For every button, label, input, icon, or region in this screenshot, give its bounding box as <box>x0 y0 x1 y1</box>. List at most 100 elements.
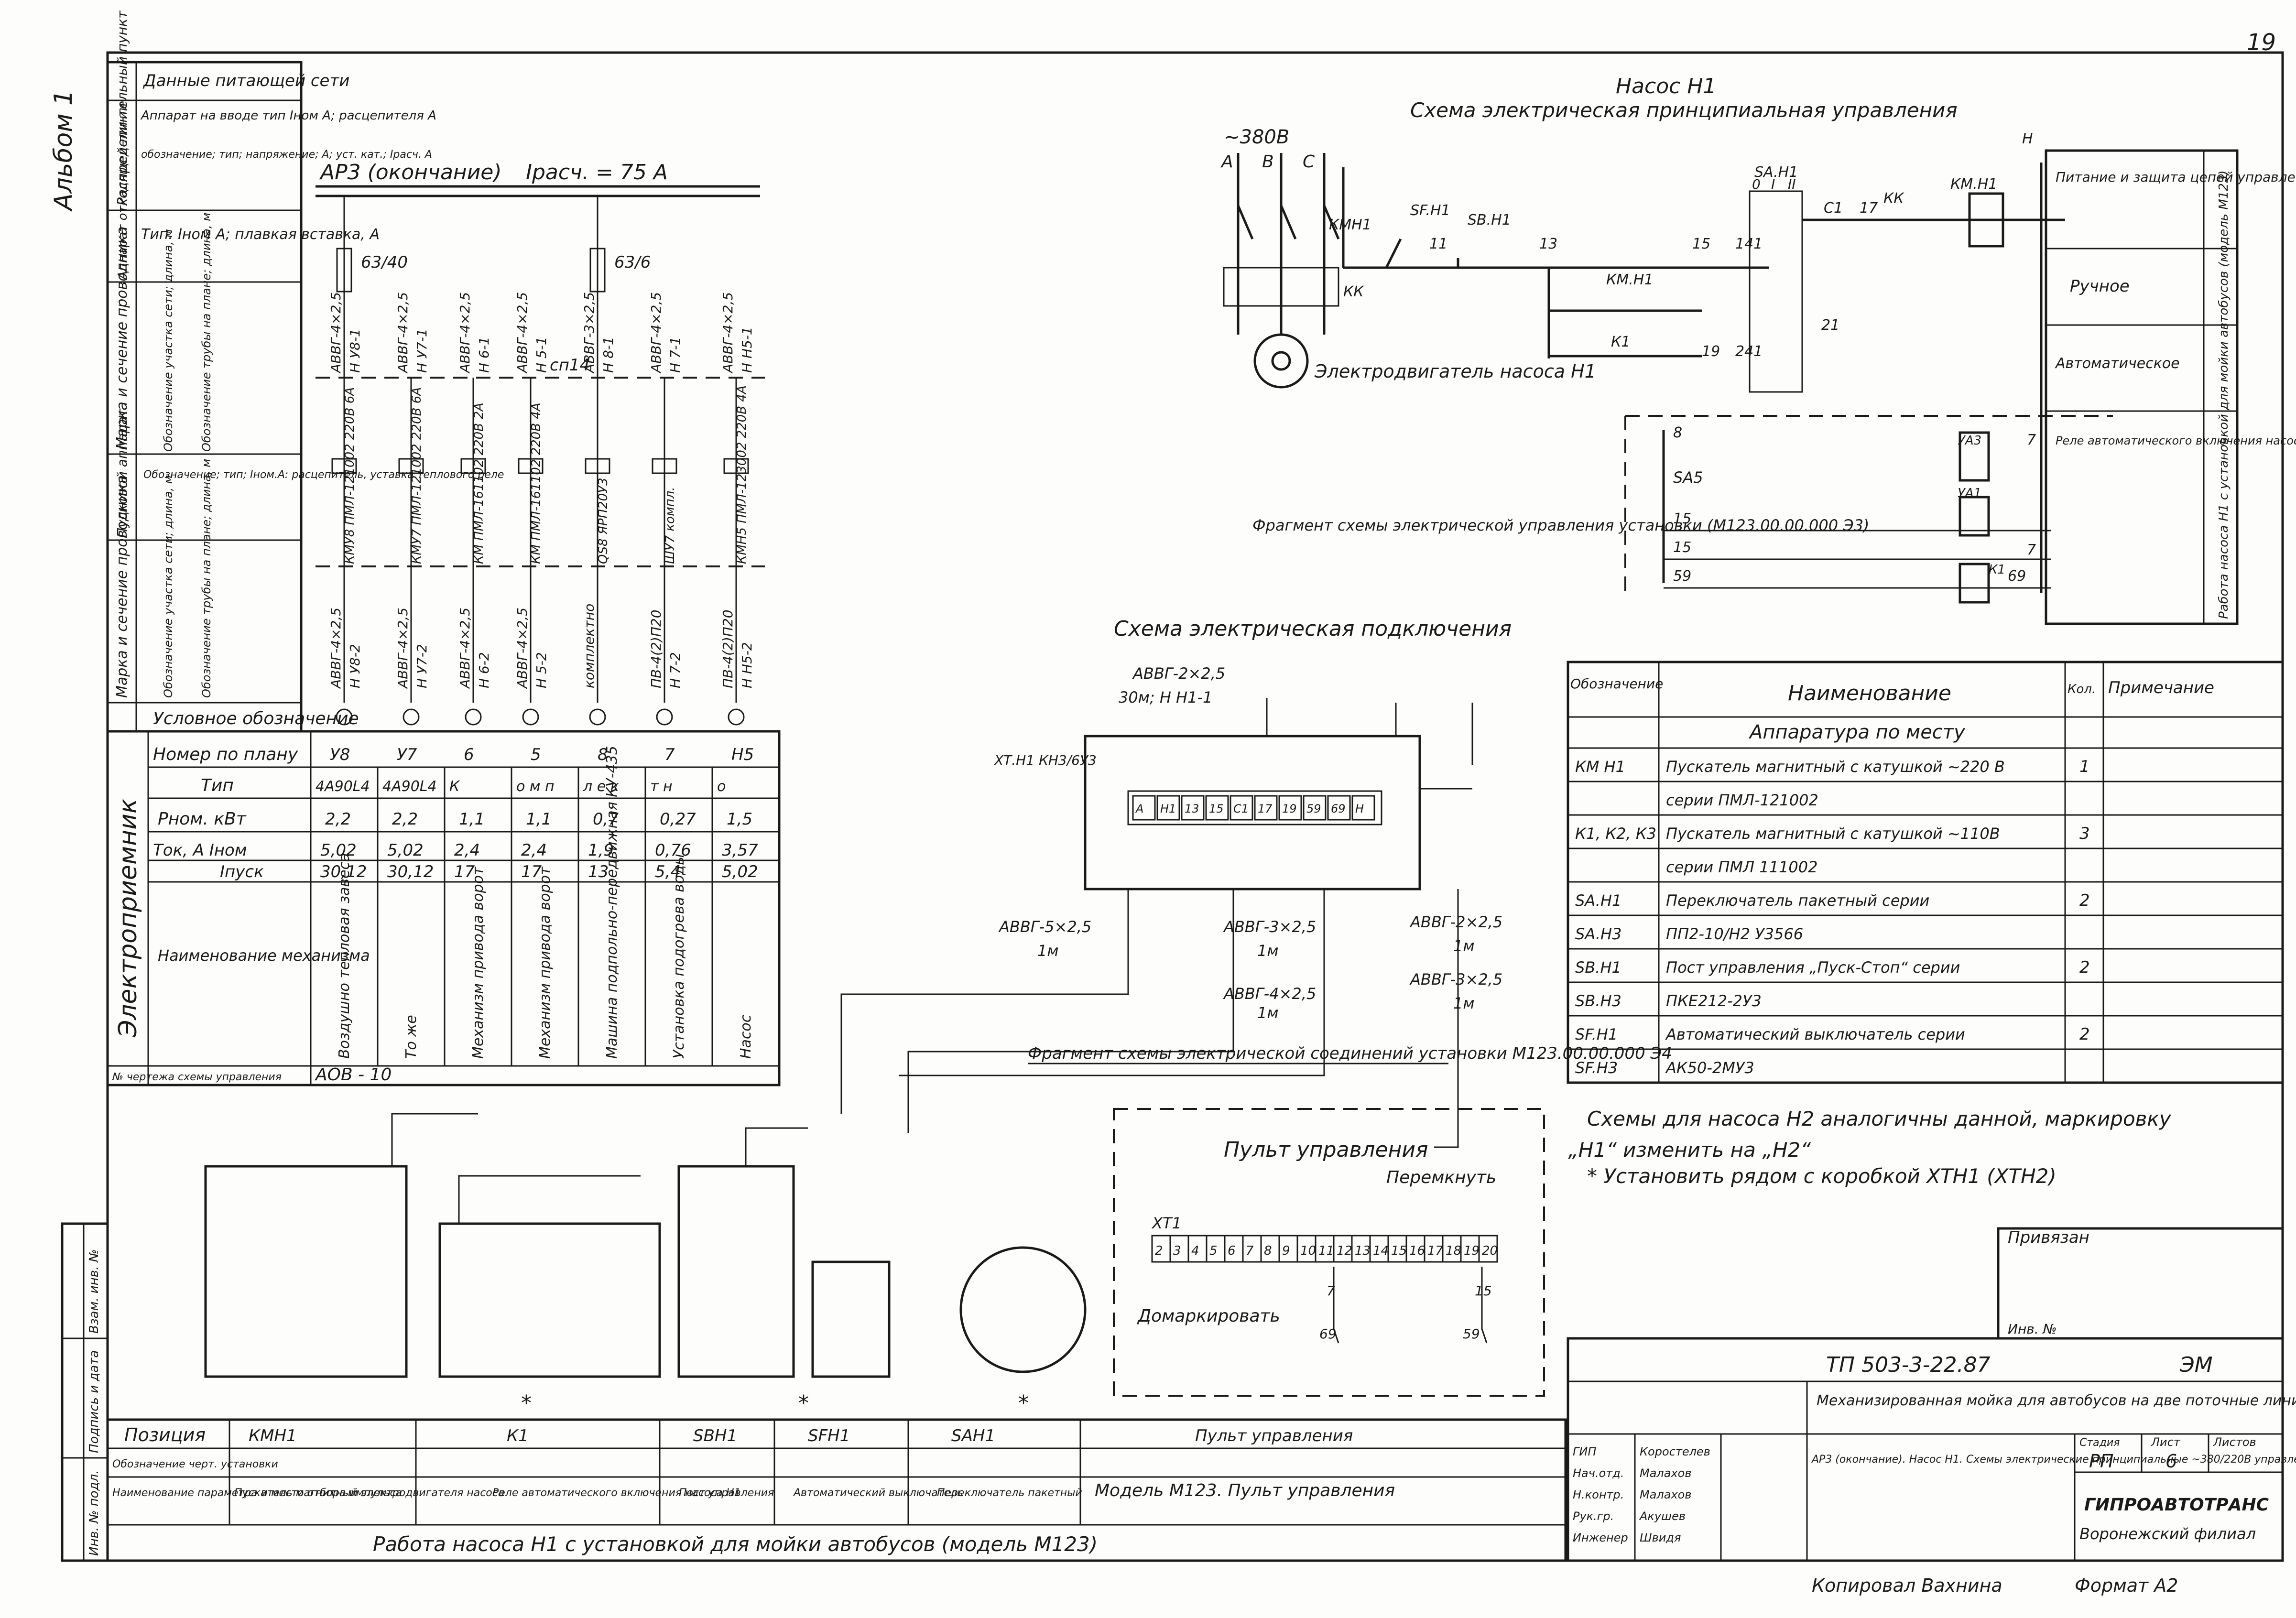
phase-b: В <box>1262 152 1274 172</box>
node-15: 15 <box>1692 236 1710 252</box>
receiver-name: То же <box>403 1015 420 1059</box>
notes: Схемы для насоса Н2 аналогичны данной, м… <box>1568 1107 2172 1188</box>
connection-title: Схема электрическая подключения <box>1114 617 1512 641</box>
person-name: Акушев <box>1639 1509 1686 1523</box>
receiver-type: т н <box>650 778 673 795</box>
panel-terminal-label: 16 <box>1409 1244 1425 1258</box>
row-inom-label: Ток, А Iном <box>153 841 247 860</box>
starter-label: Пусковой аппарат <box>114 408 130 538</box>
control-panel: Пульт управления Перемкнуть ХТ1 Домаркир… <box>1113 1108 1545 1397</box>
terminal-label: 19 <box>1282 802 1297 815</box>
scheme-no-label: № чертежа схемы управления <box>112 1071 282 1083</box>
sa-pos-2: II <box>1788 176 1796 192</box>
receiver-ipusk: 13 <box>588 862 609 881</box>
feeder-terminal <box>728 708 745 726</box>
copied-by: Копировал Вахнина <box>1812 1575 2002 1596</box>
receiver-ipusk: 17 <box>521 862 542 881</box>
feeder-line-top: Н У8-1 <box>347 328 363 373</box>
tb-project: Механизированная мойка для автобусов на … <box>1817 1392 2296 1409</box>
feeder-line-bot: Н У8-2 <box>347 644 363 688</box>
receiver-no: 7 <box>664 745 675 764</box>
person-role: Нач.отд. <box>1573 1466 1624 1480</box>
spec-group: Аппаратура по месту <box>1748 721 1966 743</box>
panel-terminal-label: 17 <box>1427 1244 1444 1258</box>
kmh1-contact: КМ.Н1 <box>1606 271 1653 288</box>
position-code: Пульт управления <box>1195 1426 1353 1445</box>
spec-name: Пускатель магнитный с катушкой ~220 В <box>1666 758 2005 776</box>
terminal-cell <box>1156 795 1180 821</box>
cable-top-2: 30м; Н Н1-1 <box>1119 688 1212 706</box>
ap3-label: АР3 (окончание) <box>319 160 502 185</box>
feeder-starter: КМУ7 ПМЛ-121002 220В 6А <box>410 387 424 564</box>
node-13: 13 <box>1539 236 1557 252</box>
cable-m2: 1м <box>1257 942 1279 960</box>
tb-mark: ЭМ <box>2179 1353 2213 1377</box>
sa-pos-0: 0 <box>1752 176 1761 192</box>
spec-name: АК50-2МУ3 <box>1665 1059 1754 1077</box>
type-fuse-label: Тип: Iном А; плавкая вставка, А <box>141 226 380 243</box>
tb-sheet-desc: АР3 (окончание). Насос Н1. Схемы электри… <box>1811 1454 2296 1466</box>
spec-qty: 2 <box>2079 958 2090 977</box>
feeder-cable-bot: ПВ-4(2)П20 <box>720 609 736 688</box>
feeder-line-top: Н 5-1 <box>533 337 549 373</box>
coil-ya1: УА1 <box>1958 486 1981 500</box>
feeder-starter-contact <box>460 458 486 474</box>
side-2: Ручное <box>2070 277 2130 296</box>
receiver-no: 5 <box>531 745 541 764</box>
receivers-label: Электроприемник <box>114 798 142 1038</box>
person-role: Инженер <box>1573 1531 1628 1544</box>
terminal-label: С1 <box>1233 802 1249 815</box>
panel-terminal-label: 19 <box>1464 1244 1480 1258</box>
person-role: ГИП <box>1573 1445 1596 1458</box>
k1-contact: К1 <box>1611 334 1630 350</box>
panel-terminal-label: 6 <box>1228 1244 1236 1258</box>
motor-label: Электродвигатель насоса Н1 <box>1314 361 1596 382</box>
spec-des: SB.Н3 <box>1575 992 1621 1010</box>
panel-terminal-label: 12 <box>1337 1244 1352 1258</box>
receiver-p: 2,2 <box>325 810 351 829</box>
spec-qty: 3 <box>2079 824 2090 843</box>
device-star: * <box>1018 1391 1029 1415</box>
position-name: Пост управления <box>679 1487 774 1499</box>
spec-des: SF.Н1 <box>1575 1025 1618 1043</box>
tb-sheet-label: Лист <box>2151 1435 2181 1449</box>
coil-k1: К1 <box>1989 563 2005 577</box>
feeder-cable-top: АВВГ-4×2,5 <box>395 292 411 374</box>
position-code: КМН1 <box>249 1426 297 1445</box>
panel-title: Пульт управления <box>1224 1138 1428 1162</box>
feeder-terminal <box>403 708 420 726</box>
receiver-type: л е к <box>583 778 619 795</box>
cable-m1: АВВГ-3×2,5 <box>1223 918 1316 936</box>
spec-des: КМ Н1 <box>1575 758 1625 776</box>
feeder-cable-top: АВВГ-4×2,5 <box>648 292 664 374</box>
panel-terminal-label: 14 <box>1373 1244 1389 1258</box>
position-code: К1 <box>507 1426 529 1445</box>
spec-des: SA.Н3 <box>1575 925 1621 943</box>
node-7b: 7 <box>2027 542 2036 558</box>
panel-terminal-label: 4 <box>1191 1244 1199 1258</box>
position-name: Пускатель магнитный электродвигателя нас… <box>234 1487 504 1499</box>
node-15c: 15 <box>1673 539 1691 556</box>
receiver-p: 1,1 <box>526 810 552 829</box>
panel-terminal-label: 15 <box>1391 1244 1407 1258</box>
feeder-line-top: Н Н5-1 <box>739 326 755 373</box>
row-no-label: Номер по плану <box>153 745 298 764</box>
receiver-inom: 5,02 <box>320 841 357 860</box>
position-name: Реле автоматического включения насоса Н1 <box>492 1487 741 1499</box>
conventional-label: Условное обозначение <box>153 709 359 728</box>
position-name: Модель М123. Пульт управления <box>1095 1481 1395 1500</box>
receiver-no: У7 <box>397 745 417 764</box>
terminal-cell <box>1132 795 1156 821</box>
receiver-inom: 2,4 <box>521 841 547 860</box>
note-3: * Установить рядом с коробкой ХТН1 (ХТН2… <box>1587 1164 2057 1188</box>
feeder-cable-bot: АВВГ-4×2,5 <box>457 608 473 689</box>
receiver-inom: 5,02 <box>387 841 424 860</box>
fragment2-label: Фрагмент схемы электрической соединений … <box>1028 1044 1672 1063</box>
spec-table: Обозначение Наименование Кол. Примечание… <box>1567 661 2284 1084</box>
person-role: Рук.гр. <box>1573 1509 1614 1523</box>
format: Формат А2 <box>2075 1575 2178 1596</box>
cable-m3: АВВГ-4×2,5 <box>1223 985 1316 1003</box>
terminal-label: А <box>1135 802 1143 815</box>
terminal-label: Н <box>1355 802 1364 815</box>
feeder-line-top: Н 7-1 <box>667 337 683 373</box>
